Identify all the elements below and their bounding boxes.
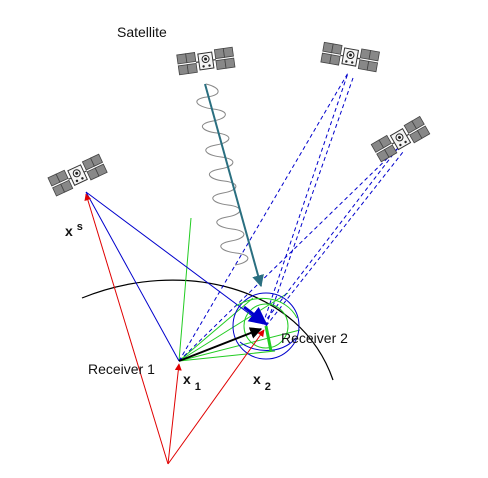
range-line-sat1-receiver1: [85, 191, 180, 362]
receiver1-label: Receiver 1: [88, 361, 155, 377]
x1-label: x 1: [183, 371, 201, 393]
baseline-vector: [178, 327, 263, 362]
projection-segment: [264, 325, 273, 352]
signal-wave: [196, 83, 249, 266]
receiver2-label: Receiver 2: [281, 330, 348, 346]
dashed-range-lines: [178, 72, 404, 362]
position-vectors: [84, 193, 265, 465]
signal-direction-line: [204, 83, 264, 288]
receiver2-circles: [232, 292, 300, 360]
x2-label: x 2: [253, 371, 271, 393]
satellite-icon: [320, 41, 381, 73]
range-line-solid: [85, 191, 264, 325]
satellite-label: Satellite: [117, 24, 167, 40]
earth-surface-arc: [81, 279, 334, 381]
xs-label: x s: [65, 221, 83, 239]
satellite-icon: [47, 153, 108, 197]
satellite-icon: [176, 46, 236, 76]
line-of-sight-vector: [243, 305, 268, 326]
